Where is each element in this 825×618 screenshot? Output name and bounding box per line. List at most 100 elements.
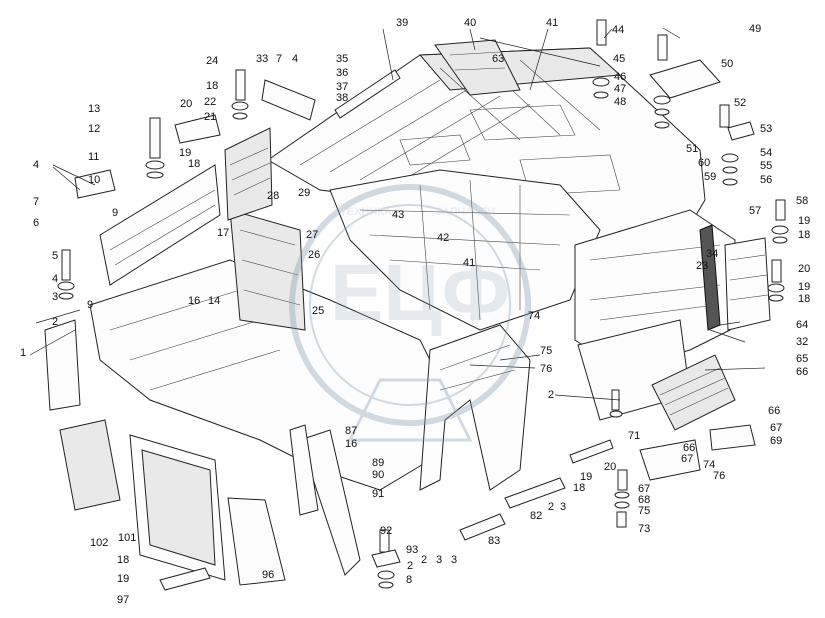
callout-18b: 18 bbox=[188, 158, 200, 170]
bracket-49 bbox=[649, 59, 721, 99]
cab-frame bbox=[89, 209, 441, 491]
callout-19b: 19 bbox=[798, 215, 810, 227]
callout-5: 5 bbox=[52, 250, 58, 262]
callout-64: 65 bbox=[796, 353, 808, 365]
callout-47: 48 bbox=[614, 96, 626, 108]
watermark-emblem: ТЕХНИКА ЗАПЧАСТИ ЕЦФ bbox=[289, 184, 531, 442]
callout-4d: 3 bbox=[451, 554, 457, 566]
callout-102: 2 bbox=[548, 389, 554, 401]
callout-91: 91 bbox=[372, 488, 384, 500]
callout-42: 43 bbox=[392, 209, 404, 221]
callout-54: 55 bbox=[760, 160, 772, 172]
callout-35: 37 bbox=[336, 81, 348, 93]
callout-27: 27 bbox=[306, 229, 318, 241]
bolt-stack-top bbox=[145, 117, 165, 179]
callout-48: 49 bbox=[749, 23, 761, 35]
callout-20c: 20 bbox=[604, 461, 616, 473]
callout-83: 83 bbox=[488, 535, 500, 547]
bolt-stack-left bbox=[57, 249, 75, 300]
callout-60: 63 bbox=[492, 53, 504, 65]
callout-2b: 8 bbox=[406, 574, 412, 586]
callout-71a: 74 bbox=[703, 459, 715, 471]
left-lower-panel bbox=[59, 419, 121, 511]
callout-51: 52 bbox=[734, 97, 746, 109]
left-side-panel bbox=[99, 164, 221, 286]
callout-44: 45 bbox=[613, 53, 625, 65]
callout-37: 39 bbox=[396, 17, 408, 29]
callout-19d: 19 bbox=[580, 471, 592, 483]
callout-39: 41 bbox=[546, 17, 558, 29]
bolt-stack-bottom bbox=[371, 529, 401, 589]
callout-36: 38 bbox=[336, 92, 348, 104]
callout-53: 54 bbox=[760, 147, 772, 159]
callout-66c: 67 bbox=[638, 483, 650, 495]
callout-67c: 68 bbox=[638, 494, 650, 506]
callout-34: 36 bbox=[336, 67, 348, 79]
callout-31: 32 bbox=[796, 336, 808, 348]
callout-2: 2 bbox=[52, 316, 58, 328]
callout-52: 53 bbox=[760, 123, 772, 135]
callout-76: 76 bbox=[540, 363, 552, 375]
front-lower-panel bbox=[227, 497, 286, 586]
callout-38: 40 bbox=[464, 17, 476, 29]
callout-14: 13 bbox=[88, 103, 100, 115]
callout-30: 33 bbox=[256, 53, 268, 65]
callout-67a: 67 bbox=[681, 453, 693, 465]
callout-labels: 39 40 41 44 49 45 50 63 35 36 37 38 33 7… bbox=[20, 17, 810, 606]
callout-21: 21 bbox=[204, 111, 216, 123]
callout-67b: 67 bbox=[770, 422, 782, 434]
callout-9: 9 bbox=[87, 299, 93, 311]
callout-97: 97 bbox=[117, 594, 129, 606]
middle-arch bbox=[419, 324, 531, 491]
callout-101: 102 bbox=[90, 537, 108, 549]
callout-32: 34 bbox=[706, 248, 718, 260]
callout-18f: 18 bbox=[117, 554, 129, 566]
callout-2a: 3 bbox=[560, 501, 566, 513]
callout-10: 9 bbox=[112, 207, 118, 219]
callout-3a: 2 bbox=[548, 501, 554, 513]
callout-55: 56 bbox=[760, 174, 772, 186]
callout-71b: 75 bbox=[638, 505, 650, 517]
callout-82: 82 bbox=[530, 510, 542, 522]
front-pillar bbox=[289, 424, 361, 576]
callout-7b: 7 bbox=[33, 196, 39, 208]
callout-49: 50 bbox=[721, 58, 733, 70]
callout-28: 28 bbox=[267, 190, 279, 202]
left-door bbox=[129, 434, 226, 581]
callout-18d: 18 bbox=[798, 293, 810, 305]
callout-75: 75 bbox=[540, 345, 552, 357]
side-panel bbox=[224, 127, 273, 221]
plate-strips bbox=[74, 79, 756, 591]
callout-19a: 19 bbox=[179, 147, 191, 159]
callout-20a: 20 bbox=[180, 98, 192, 110]
callout-22: 22 bbox=[204, 96, 216, 108]
roof-front-skin bbox=[434, 39, 521, 96]
callout-2c: 2 bbox=[421, 554, 427, 566]
leader-lines bbox=[29, 27, 766, 401]
watermark-text-right: ЗАПЧАСТИ bbox=[435, 206, 495, 218]
callout-96: 96 bbox=[262, 569, 274, 581]
callout-20b: 20 bbox=[798, 263, 810, 275]
callout-87: 87 bbox=[345, 425, 357, 437]
callout-59: 60 bbox=[698, 157, 710, 169]
callout-90: 90 bbox=[372, 469, 384, 481]
callout-25: 25 bbox=[312, 305, 324, 317]
callout-89: 89 bbox=[372, 457, 384, 469]
callout-29: 29 bbox=[298, 187, 310, 199]
callout-7a: 7 bbox=[276, 53, 282, 65]
roof-inner-frame bbox=[329, 169, 601, 331]
callout-4a: 4 bbox=[292, 53, 298, 65]
callout-4c: 4 bbox=[52, 273, 58, 285]
callout-41: 42 bbox=[437, 232, 449, 244]
callout-92: 92 bbox=[380, 525, 392, 537]
callout-18e: 18 bbox=[573, 482, 585, 494]
callout-33: 35 bbox=[336, 53, 348, 65]
callout-65: 66 bbox=[796, 366, 808, 378]
pillar-left-front bbox=[44, 319, 81, 411]
callout-66a: 66 bbox=[683, 442, 695, 454]
bolt-stack-right bbox=[719, 104, 789, 302]
callout-63: 64 bbox=[796, 319, 808, 331]
callout-50: 51 bbox=[686, 143, 698, 155]
